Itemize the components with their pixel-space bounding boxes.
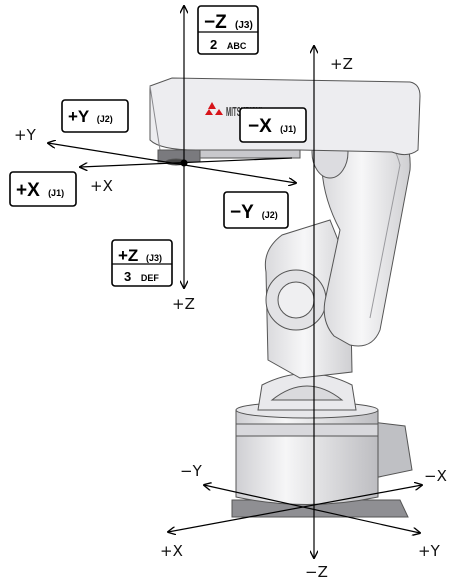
base-label-minus-x: −X — [424, 467, 447, 485]
key-minus-y-joint: (J2) — [262, 210, 278, 220]
key-plus-y-label: +Y — [68, 107, 90, 126]
key-plus-z-label: +Z — [118, 246, 138, 265]
key-plus-z-letters: DEF — [141, 273, 160, 283]
key-plus-z-j3: +Z (J3) 3 DEF — [112, 240, 172, 286]
key-minus-z-num: 2 — [210, 37, 217, 52]
key-plus-z-num: 3 — [124, 269, 131, 284]
base-label-minus-z: −Z — [305, 563, 328, 580]
key-plus-x-joint: (J1) — [48, 188, 64, 198]
base-label-plus-x: +X — [160, 542, 183, 560]
key-minus-z-joint: (J3) — [235, 20, 253, 31]
tool-label-plus-y: +Y — [14, 126, 37, 144]
key-plus-x-j1: +X (J1) — [10, 172, 76, 206]
key-minus-z-letters: ABC — [227, 41, 247, 51]
key-minus-z-label: −Z — [204, 12, 227, 33]
tool-label-plus-x: +X — [90, 177, 113, 195]
tool-label-plus-z: +Z — [172, 295, 195, 313]
key-minus-y-j2: −Y (J2) — [224, 192, 288, 228]
key-plus-y-j2: +Y (J2) — [62, 100, 128, 132]
key-plus-x-label: +X — [16, 180, 40, 201]
key-plus-z-joint: (J3) — [146, 253, 162, 263]
tool-origin — [181, 160, 188, 167]
base-label-plus-z: +Z — [330, 55, 353, 73]
key-minus-z-j3: −Z (J3) 2 ABC — [198, 6, 258, 54]
key-minus-y-label: −Y — [230, 202, 254, 223]
base-label-minus-y: −Y — [180, 462, 203, 480]
key-minus-x-j1: −X (J1) — [240, 108, 306, 142]
key-minus-x-joint: (J1) — [280, 124, 296, 134]
key-plus-y-joint: (J2) — [97, 114, 113, 124]
base-label-plus-y: +Y — [418, 542, 441, 560]
key-minus-x-label: −X — [248, 116, 272, 137]
